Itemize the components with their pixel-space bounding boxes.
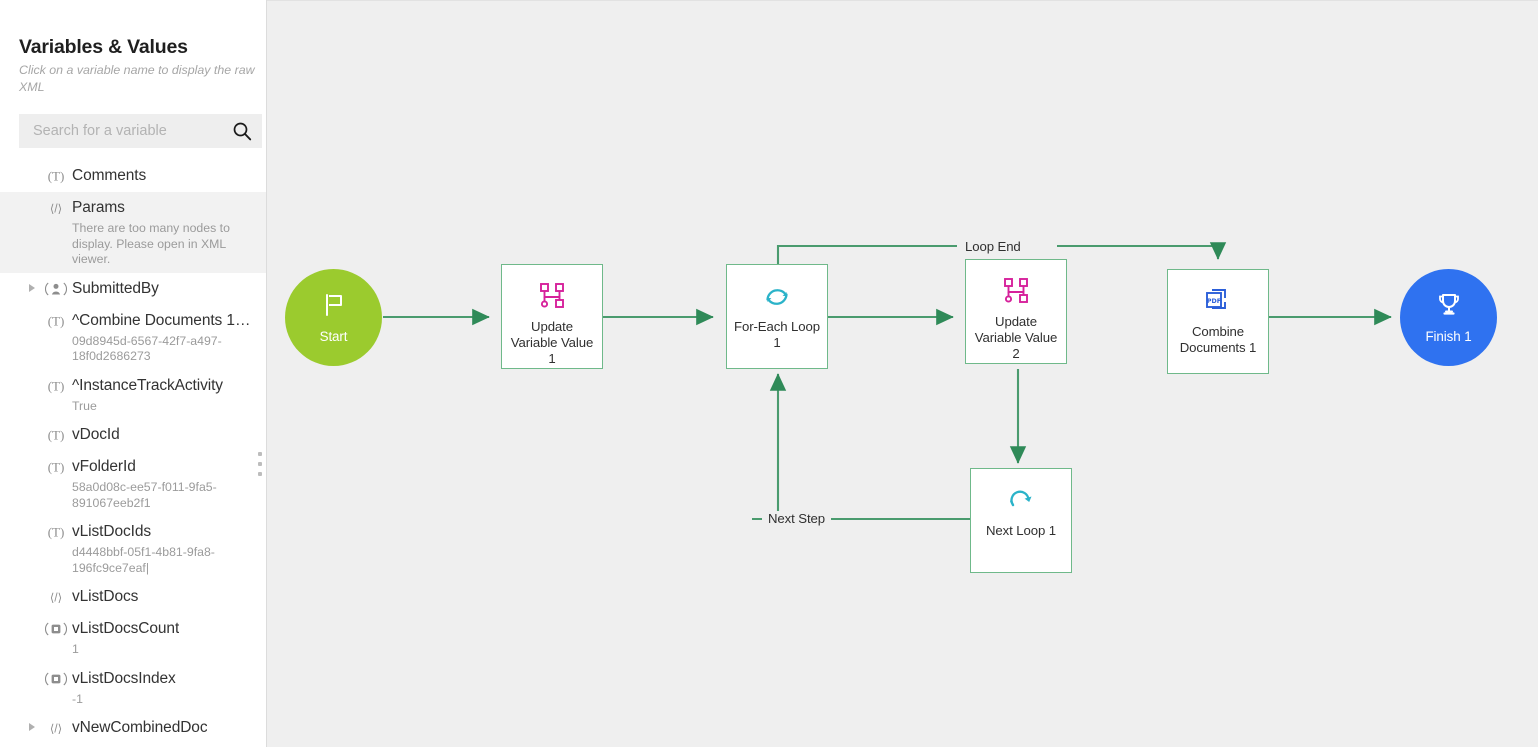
variable-row[interactable]: (T) ^Combine Documents 1D... 09d8945d-6567… (0, 305, 266, 370)
variable-name[interactable]: ^Combine Documents 1D... (72, 311, 256, 329)
variable-row[interactable]: (T) Comments (0, 160, 266, 192)
node-combine-documents-1-label: Combine Documents 1 (1179, 324, 1257, 355)
text-type-icon: (T) (45, 376, 67, 396)
panel-subtitle: Click on a variable name to display the … (19, 63, 255, 94)
node-finish-1-label: Finish 1 (1425, 328, 1472, 344)
next-loop-icon (1006, 485, 1036, 515)
variables-sidebar: Variables & Values Click on a variable n… (0, 0, 267, 747)
variable-row[interactable]: (T) vFolderId 58a0d08c-ee57-f011-9fa5-8910… (0, 451, 266, 516)
pdf-document-icon: PDF (1203, 286, 1233, 316)
node-next-loop-1[interactable]: Next Loop 1 (970, 468, 1072, 573)
number-type-icon (45, 619, 67, 639)
svg-text:PDF: PDF (1207, 298, 1221, 305)
variable-name[interactable]: SubmittedBy (72, 279, 159, 297)
variable-name[interactable]: vListDocsIndex (72, 669, 176, 687)
node-for-each-loop-1-label: For-Each Loop 1 (734, 319, 820, 350)
edge-label-next-step: Next Step (762, 511, 832, 526)
text-type-icon: (T) (45, 425, 67, 445)
user-type-icon (45, 279, 67, 299)
workflow-edges (383, 242, 1392, 521)
workflow-canvas[interactable]: Start Update Variable Value 1 (267, 0, 1538, 747)
variable-name[interactable]: Comments (72, 167, 147, 184)
variable-name[interactable]: Params (72, 199, 125, 216)
variable-value: There are too many nodes to display. Ple… (72, 221, 230, 266)
search-input[interactable] (33, 123, 232, 139)
variable-name[interactable]: ^InstanceTrackActivity (72, 376, 223, 394)
node-update-variable-value-1[interactable]: Update Variable Value 1 (501, 264, 603, 369)
node-finish-1[interactable]: Finish 1 (1400, 269, 1497, 366)
variable-value: d4448bbf-05f1-4b81-9fa8-196fc9ce7eaf| (72, 545, 215, 575)
page-title: Variables & Values (19, 36, 188, 58)
node-combine-documents-1[interactable]: PDF Combine Documents 1 (1167, 269, 1269, 374)
variable-name[interactable]: vDocId (72, 426, 120, 443)
variable-row[interactable]: (T) vDocId (0, 419, 266, 451)
node-start[interactable]: Start (285, 269, 382, 366)
variable-row[interactable]: (T) vListDocIds d4448bbf-05f1-4b81-9fa8-19… (0, 516, 266, 581)
search-box[interactable] (19, 114, 262, 148)
for-each-loop-icon (762, 281, 792, 311)
svg-text:⟨/⟩: ⟨/⟩ (50, 203, 62, 216)
xml-code-type-icon: ⟨/⟩ (45, 587, 67, 607)
xml-code-type-icon: ⟨/⟩ (45, 718, 67, 738)
number-type-icon (45, 669, 67, 689)
expand-caret-icon[interactable] (29, 283, 35, 292)
variable-row[interactable]: vListDocsIndex -1 (0, 663, 266, 713)
text-type-icon: (T) (45, 457, 67, 477)
node-next-loop-1-label: Next Loop 1 (985, 523, 1056, 538)
svg-text:(T): (T) (48, 428, 65, 443)
variable-row[interactable]: ⟨/⟩ vNewCombinedDoc (0, 712, 266, 744)
variable-name[interactable]: vNewCombinedDoc (72, 719, 208, 736)
update-variable-icon (537, 281, 567, 311)
variable-value: True (72, 398, 97, 413)
variable-name[interactable]: vListDocIds (72, 523, 152, 540)
svg-text:⟨/⟩: ⟨/⟩ (50, 723, 62, 736)
variable-name[interactable]: vListDocs (72, 588, 139, 605)
node-update-variable-value-1-label: Update Variable Value 1 (510, 319, 594, 366)
variable-row[interactable]: SubmittedBy (0, 273, 266, 305)
variable-value: 58a0d08c-ee57-f011-9fa5-891067eeb2f1 (72, 480, 217, 510)
text-type-icon: (T) (45, 522, 67, 542)
svg-text:(T): (T) (48, 460, 65, 475)
sidebar-drag-handle-icon[interactable] (256, 452, 264, 476)
svg-text:(T): (T) (48, 169, 65, 184)
text-type-icon: (T) (45, 166, 67, 186)
variable-name[interactable]: vListDocsCount (72, 620, 180, 637)
edge-label-loop-end: Loop End (959, 239, 1027, 254)
node-update-variable-value-2[interactable]: Update Variable Value 2 (965, 259, 1067, 364)
node-update-variable-value-2-label: Update Variable Value 2 (974, 314, 1058, 361)
variable-value: -1 (72, 691, 83, 706)
node-for-each-loop-1[interactable]: For-Each Loop 1 (726, 264, 828, 369)
trophy-icon (1436, 292, 1462, 323)
search-icon[interactable] (232, 121, 252, 141)
svg-text:(T): (T) (48, 378, 65, 393)
update-variable-icon (1001, 276, 1031, 306)
expand-caret-icon[interactable] (29, 723, 35, 731)
text-type-icon: (T) (45, 311, 67, 331)
svg-text:(T): (T) (48, 313, 65, 328)
variable-row[interactable]: vListDocsCount 1 (0, 613, 266, 663)
node-start-label: Start (319, 328, 348, 344)
xml-code-type-icon: ⟨/⟩ (45, 198, 67, 218)
variable-value: 1 (72, 642, 79, 656)
variable-name[interactable]: vFolderId (72, 458, 136, 475)
svg-text:(T): (T) (48, 525, 65, 540)
variable-row[interactable]: ⟨/⟩ vListDocs (0, 581, 266, 613)
svg-text:⟨/⟩: ⟨/⟩ (50, 592, 62, 605)
flag-icon (321, 292, 347, 323)
variable-value: 09d8945d-6567-42f7-a497-18f0d2686273 (72, 333, 222, 364)
